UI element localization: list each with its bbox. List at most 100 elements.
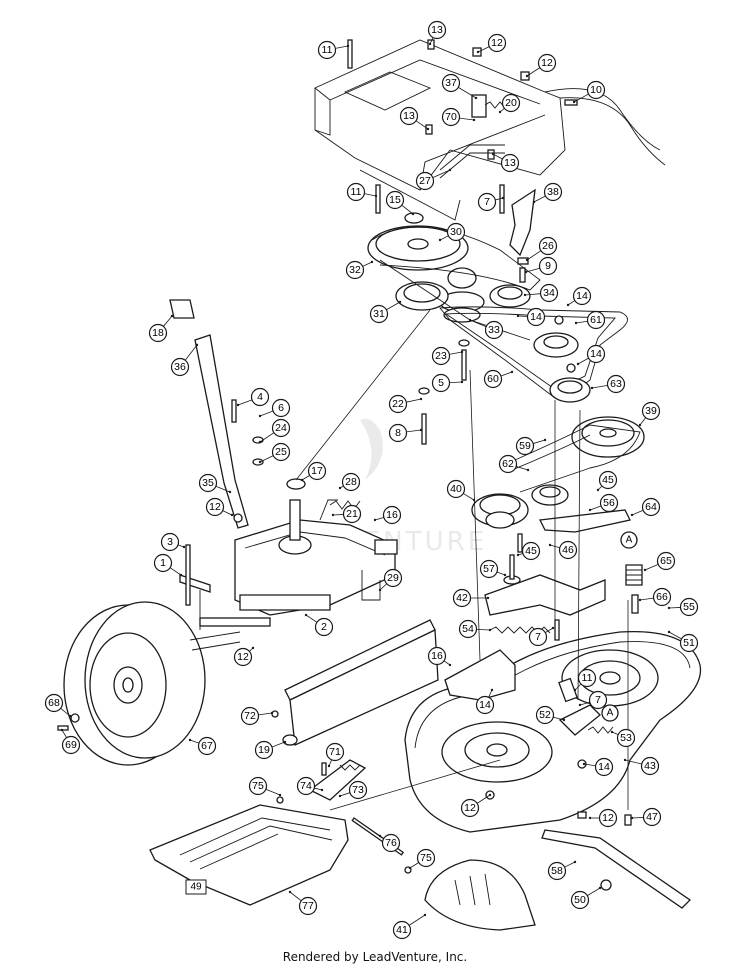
callout-7: 7 — [578, 690, 608, 710]
callout-arrowhead — [490, 688, 494, 692]
callout-29: 29 — [378, 568, 403, 592]
callout-bubble — [498, 454, 518, 474]
callout-arrowhead — [419, 397, 423, 401]
callout-arrowhead — [179, 573, 183, 577]
callout-13: 13 — [427, 20, 447, 46]
callout-8: 8 — [388, 423, 423, 443]
callout-4: 4 — [236, 387, 270, 407]
callout-bubble — [543, 182, 563, 202]
callout-arrowhead — [623, 758, 627, 762]
callout-number: 14 — [598, 761, 610, 773]
callout-leader — [259, 432, 275, 443]
callout-arrowhead — [472, 498, 476, 502]
callout-arrowhead — [228, 490, 232, 494]
callout-arrowhead — [338, 794, 342, 798]
callout-number: 75 — [252, 780, 264, 792]
callout-bubble — [475, 695, 495, 715]
mower-blade — [541, 811, 692, 909]
callout-43: 43 — [623, 756, 660, 776]
callout-60: 60 — [483, 369, 514, 389]
transaxle — [199, 478, 398, 627]
callout-30: 30 — [438, 222, 466, 242]
assembly-guide-lines — [295, 309, 629, 811]
callout-number: 65 — [660, 555, 672, 567]
callout-12: 12 — [460, 793, 492, 818]
callout-bubble — [160, 532, 180, 552]
callout-leader — [409, 862, 420, 869]
callout-arrowhead — [667, 606, 671, 610]
callout-arrowhead — [378, 588, 382, 592]
callout-leader — [624, 759, 642, 765]
callout-arrowhead — [574, 321, 578, 325]
callout-leader — [459, 117, 475, 121]
callout-bubble — [606, 374, 626, 394]
callout-bubble — [441, 73, 461, 93]
callout-number: 28 — [345, 476, 357, 488]
callout-arrowhead — [525, 74, 529, 78]
callout-arrowhead — [516, 314, 520, 318]
callout-arrowhead — [188, 738, 192, 742]
callout-bubble — [416, 848, 436, 868]
callout-70: 70 — [441, 107, 476, 127]
callout-number: 37 — [445, 77, 457, 89]
callout-arrowhead — [548, 543, 552, 547]
callout-bubble — [392, 920, 412, 940]
callout-54: 54 — [458, 619, 492, 639]
callout-arrowhead — [524, 270, 528, 274]
callout-number: 57 — [483, 563, 495, 575]
callout-arrowhead — [525, 258, 529, 262]
callout-leader — [314, 787, 323, 791]
callout-leader — [583, 763, 596, 767]
callout-2: 2 — [304, 613, 334, 637]
connector-mark-a-lower: A — [607, 708, 614, 719]
callout-number: 31 — [373, 308, 385, 320]
callout-leader — [415, 120, 429, 130]
callout-76: 76 — [378, 833, 401, 853]
callout-arrowhead — [596, 488, 600, 492]
callout-arrowhead — [516, 553, 520, 557]
callout-leader — [379, 583, 388, 591]
callout-bubble — [198, 473, 218, 493]
callout-14: 14 — [582, 757, 614, 777]
callout-bubble — [61, 735, 81, 755]
callout-bubble — [588, 690, 608, 710]
callout-leader — [265, 788, 281, 796]
callout-bubble — [521, 541, 541, 561]
callout-bubble — [415, 171, 435, 191]
callout-19: 19 — [254, 740, 287, 760]
callout-leader — [289, 891, 302, 902]
callout-bubble — [483, 369, 503, 389]
callout-leader — [525, 267, 540, 273]
deck-baffle-bar — [271, 619, 439, 746]
callout-leader — [574, 683, 582, 691]
callout-72: 72 — [240, 706, 274, 726]
callout-bubble — [641, 497, 661, 517]
callout-bubble — [656, 551, 676, 571]
callout-number: 58 — [551, 865, 563, 877]
callout-bubble — [325, 742, 345, 762]
callout-75: 75 — [408, 848, 436, 870]
callout-arrowhead — [576, 362, 580, 366]
callout-leader — [469, 319, 487, 328]
callout-bubble — [345, 260, 365, 280]
callout-arrowhead — [503, 573, 507, 577]
callout-bubble — [317, 40, 337, 60]
callout-number: 51 — [683, 637, 695, 649]
callout-number: 24 — [275, 422, 287, 434]
callout-number: 13 — [403, 110, 415, 122]
callout-arrowhead — [498, 110, 502, 114]
callout-14: 14 — [475, 688, 495, 715]
callout-bubble — [427, 20, 447, 40]
callout-bubble — [641, 401, 661, 421]
callout-50: 50 — [570, 886, 602, 910]
callout-number: 54 — [462, 623, 474, 635]
callout-arrowhead — [572, 100, 576, 104]
callout-bubble — [431, 346, 451, 366]
callout-arrowhead — [476, 50, 480, 54]
callout-number: 35 — [202, 477, 214, 489]
callout-leader — [545, 627, 554, 633]
callout-number: 45 — [525, 545, 537, 557]
callout-number: 26 — [542, 240, 554, 252]
callout-bubble — [341, 472, 361, 492]
